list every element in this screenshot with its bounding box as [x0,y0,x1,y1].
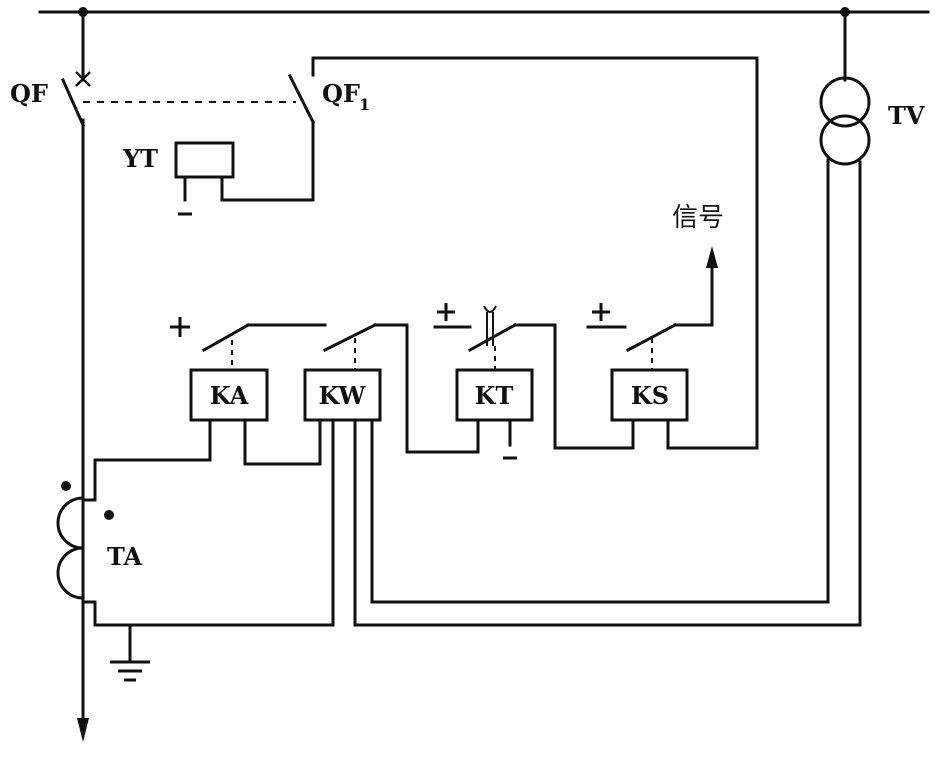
kt-relay-box [455,368,534,422]
yt-label: YT [122,144,158,173]
time-delay-icon [483,305,497,313]
kt-relay [433,303,635,460]
polarity-dot-primary [61,481,71,491]
ta-winding [56,496,84,600]
qf1-subscript: 1 [359,95,370,114]
kw-relay [93,322,862,627]
ka-relay [93,317,327,502]
kw-label: KW [319,381,367,410]
ka-label: KA [210,381,249,410]
qf1-aux-contact [220,56,759,450]
yt-coil-box [174,141,235,179]
tv-transformer [819,10,871,627]
ks-relay-box [610,368,689,422]
ta-current-transformer [56,481,150,682]
kw-relay-box [303,368,382,422]
yt-trip-coil [174,141,235,216]
ks-relay [586,246,718,422]
polarity-dot-secondary [104,510,114,520]
ta-label: TA [107,542,143,571]
ks-label: KS [631,381,669,410]
ka-relay-box [189,368,269,422]
qf1-label: QF [322,79,360,108]
signal-arrow-icon [706,246,718,268]
qf-label: QF [10,79,48,108]
tv-secondary-winding [819,114,871,166]
kt-label: KT [475,381,514,410]
signal-label: 信号 [672,203,724,233]
main-feeder [61,10,91,742]
breaker-cross-icon [75,71,91,87]
tv-label: TV [888,101,925,130]
arrow-down-icon [77,718,89,742]
tv-primary-winding [819,76,871,128]
